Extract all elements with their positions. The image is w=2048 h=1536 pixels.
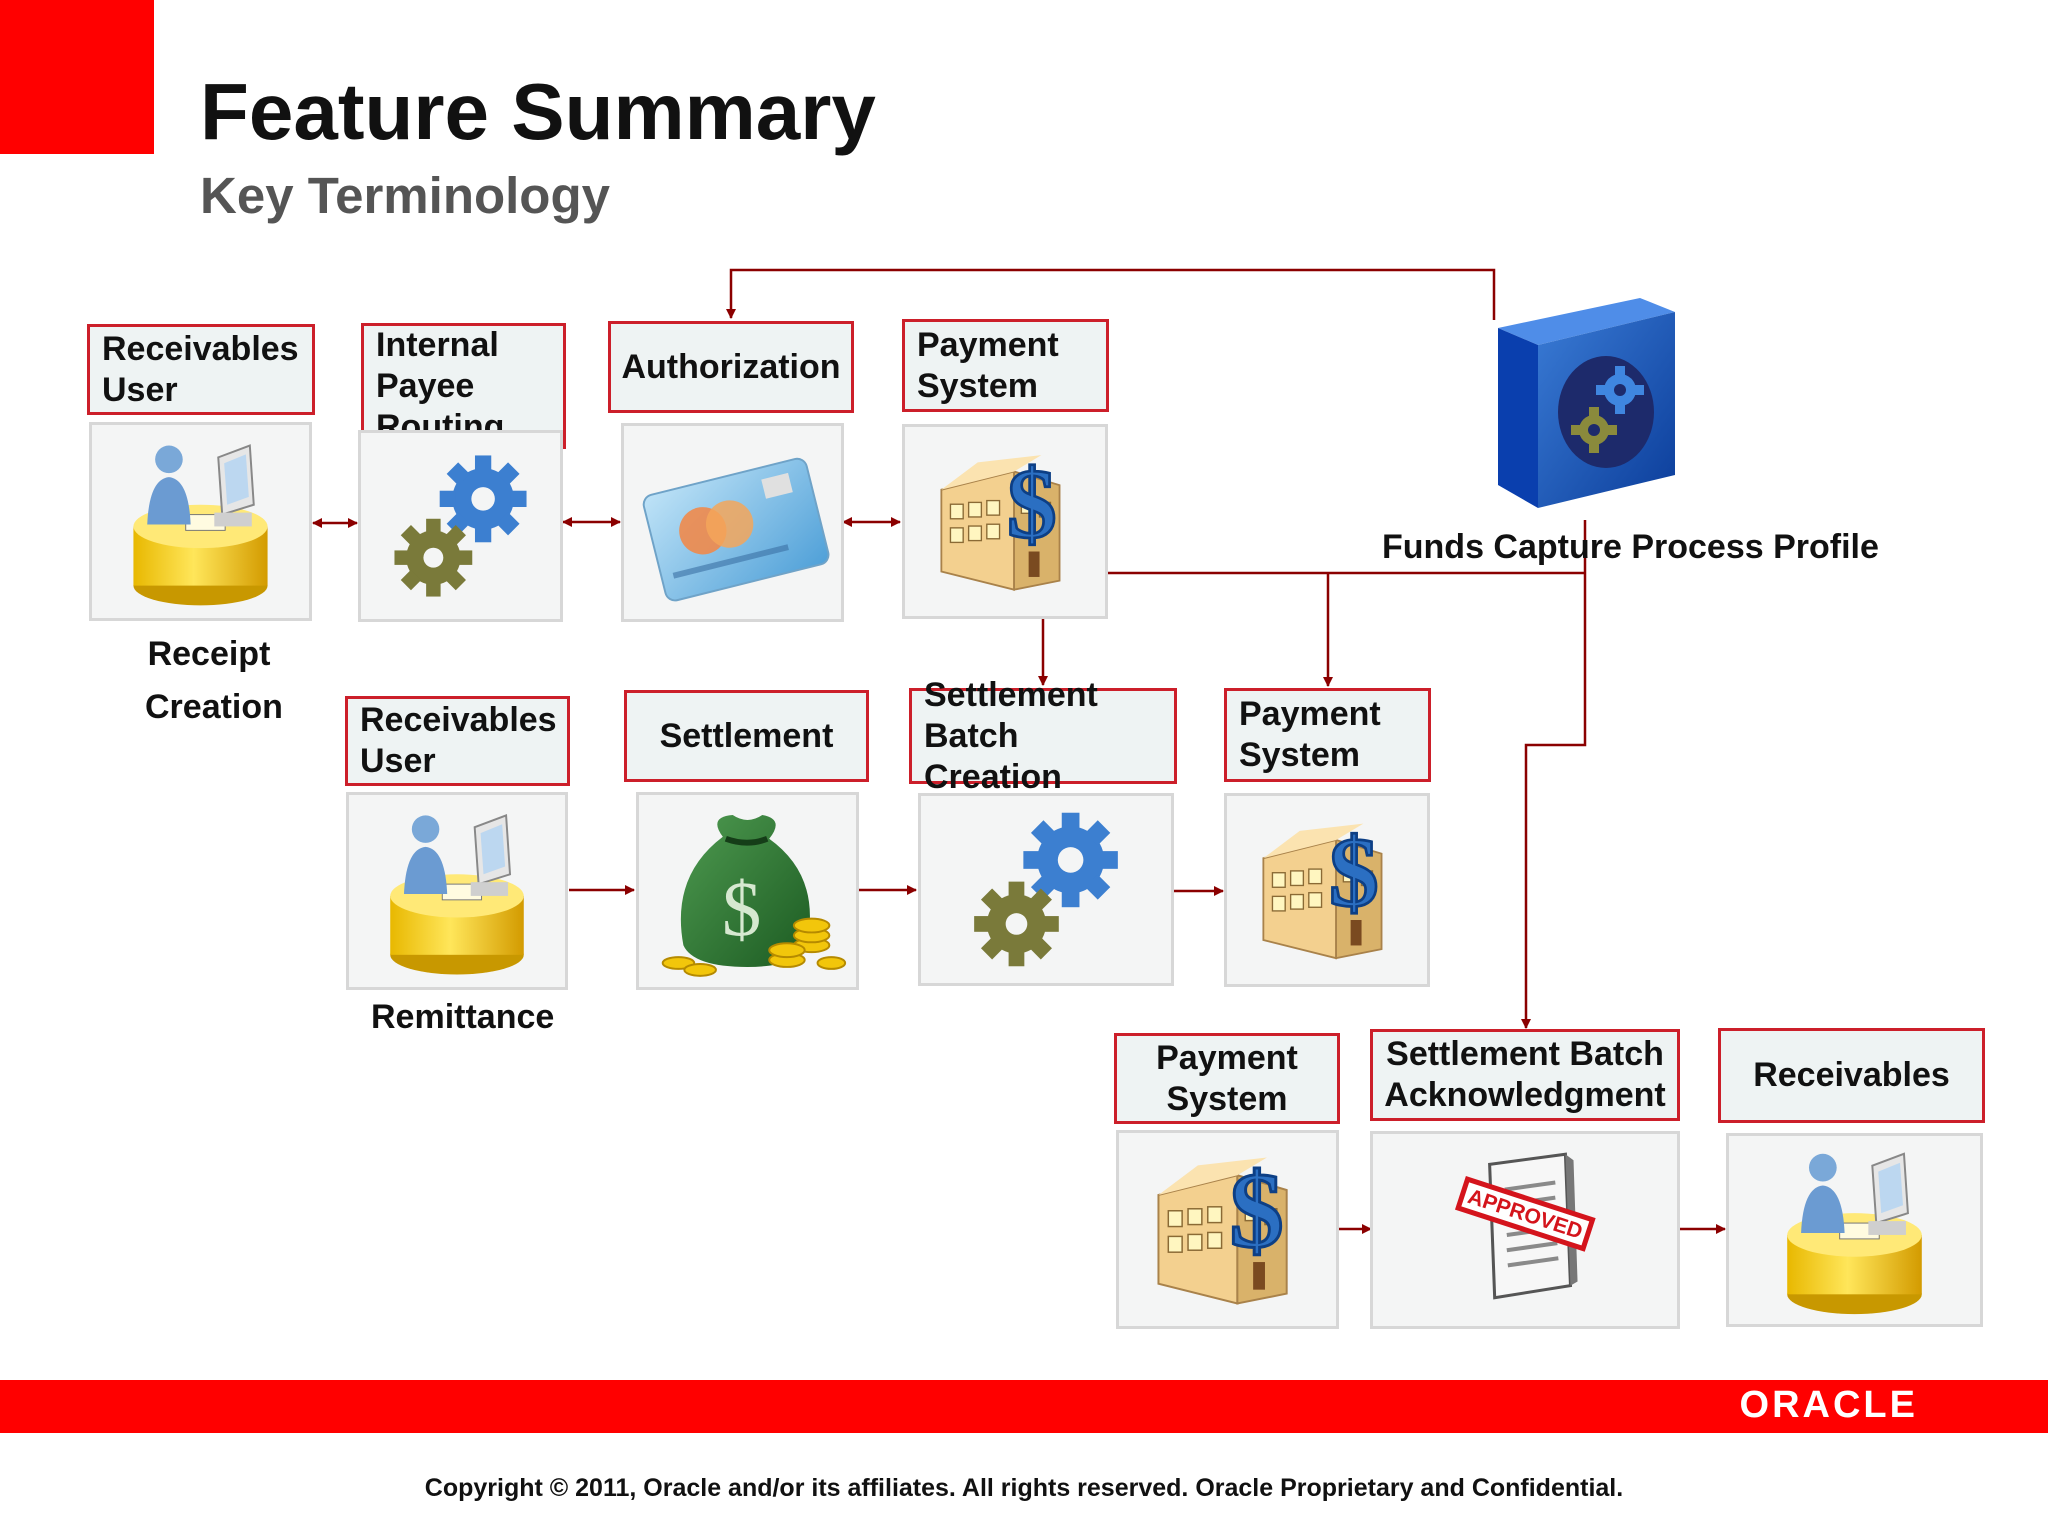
process-profile-box-icon [1498, 298, 1675, 508]
copyright-text: Copyright © 2011, Oracle and/or its affi… [424, 1474, 1624, 1502]
caption-remittance: Remittance [371, 998, 555, 1036]
brand-corner-block [0, 0, 154, 154]
label-receivables-row3: Receivables [1718, 1028, 1985, 1123]
caption-receipt-creation: Receipt Creation [145, 635, 283, 726]
icon-frame-payment-system-row3 [1116, 1130, 1339, 1329]
label-settlement: Settlement [624, 690, 869, 782]
icon-frame-authorization [621, 423, 844, 622]
icon-frame-receivables-row3 [1726, 1133, 1983, 1327]
bank-building-icon [905, 427, 1105, 616]
user-at-desk-icon [349, 795, 565, 987]
icon-frame-payment-system-row1 [902, 424, 1108, 619]
footer-bar [0, 1380, 2048, 1433]
label-receivables-user-row1: Receivables User [87, 324, 315, 415]
label-receivables-user-row2: Receivables User [345, 696, 570, 786]
credit-card-icon [624, 426, 841, 619]
label-authorization: Authorization [608, 321, 854, 413]
label-settlement-batch-creation: Settlement Batch Creation [909, 676, 1177, 796]
icon-frame-receivables-user-row2 [346, 792, 568, 990]
icon-frame-internal-payee-routing [358, 430, 563, 622]
oracle-logo: ORACLE [1739, 1384, 1918, 1426]
page-subtitle: Key Terminology [200, 167, 610, 224]
label-payment-system-row1: Payment System [902, 319, 1109, 412]
label-payment-system-row2: Payment System [1224, 688, 1431, 782]
icon-frame-settlement [636, 792, 859, 990]
gears-icon [921, 796, 1171, 983]
icon-frame-settlement-batch-acknowledgment: APPROVED [1370, 1131, 1680, 1329]
bank-building-icon [1119, 1133, 1336, 1326]
label-payment-system-row3: Payment System [1114, 1033, 1340, 1124]
approved-document-icon: APPROVED [1373, 1134, 1677, 1326]
connector-profile-to-authorization [726, 268, 1496, 320]
page-title: Feature Summary [200, 67, 876, 156]
money-bag-icon [639, 795, 856, 987]
icon-frame-payment-system-row2 [1224, 793, 1430, 987]
user-at-desk-icon [1729, 1136, 1980, 1324]
icon-frame-settlement-batch-creation [918, 793, 1174, 986]
bank-building-icon [1227, 796, 1427, 984]
connector-profile-vertical [1521, 520, 1587, 1029]
gears-icon [361, 433, 560, 619]
user-at-desk-icon [92, 425, 309, 618]
label-settlement-batch-acknowledgment: Settlement Batch Acknowledgment [1370, 1029, 1680, 1121]
icon-frame-receivables-user-row1 [89, 422, 312, 621]
label-funds-capture-process-profile: Funds Capture Process Profile [1382, 528, 1879, 566]
